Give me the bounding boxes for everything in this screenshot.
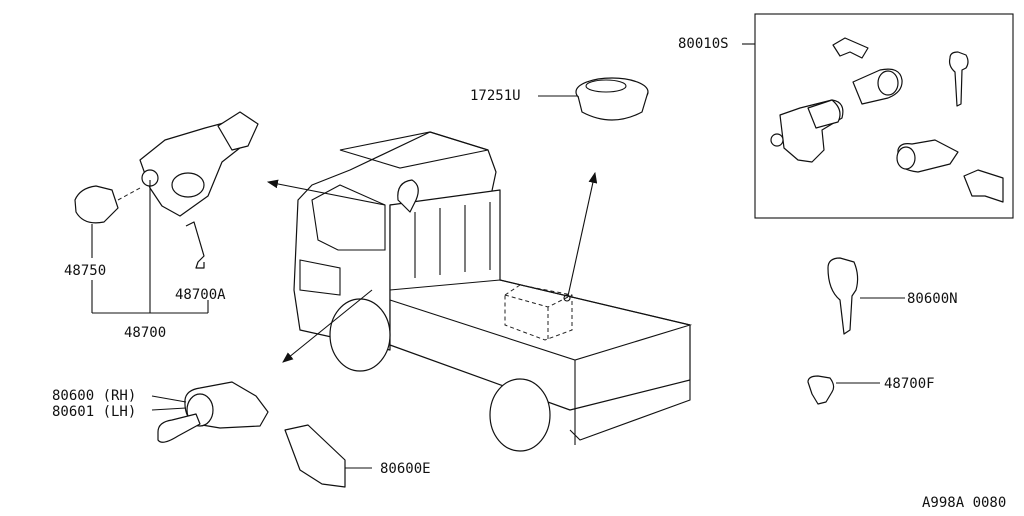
kit-contents bbox=[770, 37, 1004, 203]
part-label-80010s: 80010S bbox=[678, 36, 729, 52]
part-label-48750: 48750 bbox=[64, 263, 107, 279]
part-label-48700a: 48700A bbox=[175, 287, 226, 303]
part-label-17251u: 17251U bbox=[470, 88, 521, 104]
truck-drawing bbox=[293, 131, 693, 452]
part-label-48700f: 48700F bbox=[884, 376, 935, 392]
diagram-code: A998A 0080 bbox=[922, 495, 1007, 511]
door-lock-drawing bbox=[151, 381, 372, 488]
ignition-switch-drawing bbox=[74, 111, 259, 314]
fuel-cap-drawing bbox=[538, 77, 649, 121]
part-label-80600-rh: 80600 (RH) bbox=[52, 388, 137, 404]
part-label-80600e: 80600E bbox=[380, 461, 431, 477]
part-label-80600n: 80600N bbox=[907, 291, 958, 307]
switch-cap-drawing bbox=[807, 375, 880, 405]
kit-box bbox=[742, 13, 1014, 219]
part-label-80601-lh: 80601 (LH) bbox=[52, 404, 137, 420]
key-blank-drawing bbox=[827, 257, 905, 335]
part-label-48700: 48700 bbox=[124, 325, 167, 341]
